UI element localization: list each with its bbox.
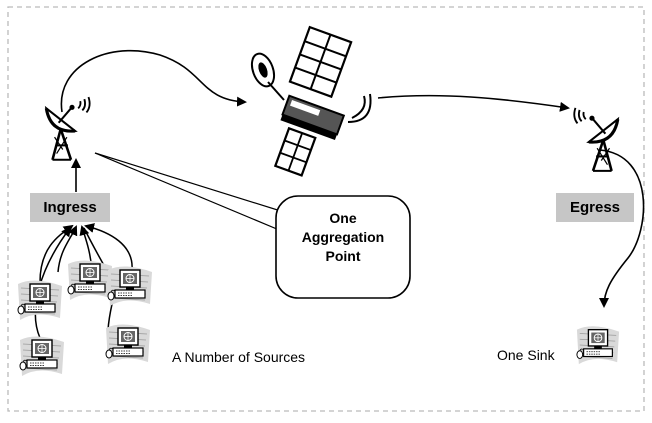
callout-pointer-upper — [94, 152, 285, 213]
source-computer-icon — [107, 265, 153, 307]
aggregation-callout-text: One Aggregation Point — [276, 209, 410, 266]
callout-pointer-lower — [94, 152, 285, 233]
callout-line: Aggregation — [301, 229, 385, 245]
callout-line: One — [329, 210, 357, 226]
source-computers — [17, 259, 153, 377]
source-computer-icon — [17, 279, 63, 321]
ingress-label: Ingress — [30, 193, 110, 222]
sources-label: A Number of Sources — [172, 349, 306, 365]
source-computer-icon — [19, 335, 65, 377]
egress-label: Egress — [556, 193, 634, 222]
satellite-icon — [250, 25, 372, 177]
egress-to-sink-arrow — [599, 149, 645, 308]
source-computer-icon — [67, 259, 113, 301]
downlink-arrow — [377, 94, 570, 112]
sink-label: One Sink — [497, 347, 555, 363]
uplink-arrow — [60, 49, 247, 113]
source-computer-icon — [105, 323, 151, 365]
callout-line: Point — [325, 248, 361, 264]
aggregation-callout-box — [275, 195, 411, 299]
ingress-dish-icon — [44, 96, 92, 162]
sink-computer-icon — [576, 325, 620, 365]
egress-dish-icon — [572, 106, 620, 173]
